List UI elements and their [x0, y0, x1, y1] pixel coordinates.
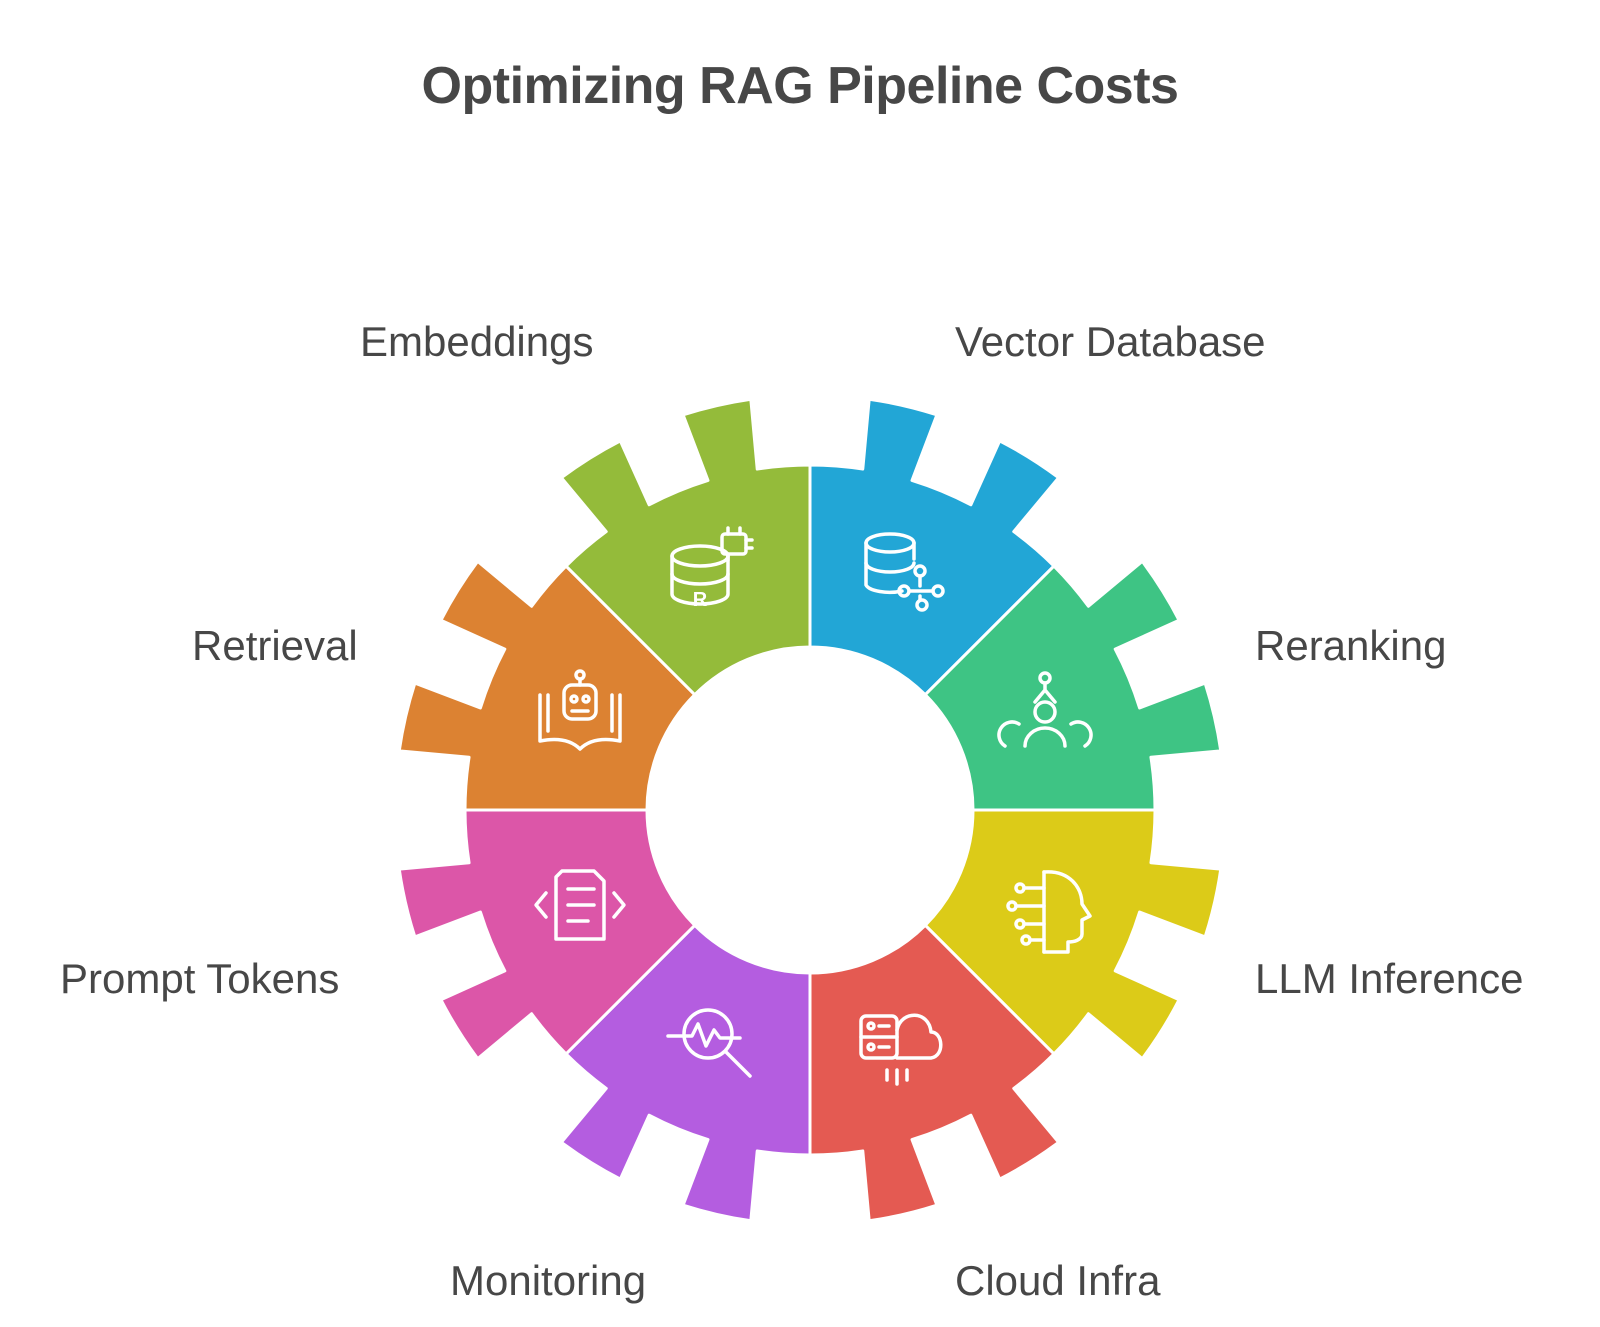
database-chip-icon: R: [670, 526, 754, 611]
robot-arm-person-icon: [997, 671, 1093, 748]
label-vector-database: Vector Database: [955, 318, 1266, 365]
svg-text:R: R: [693, 589, 708, 611]
gear-hub: [647, 647, 973, 973]
document-code-icon: [534, 869, 626, 941]
robot-book-icon: [538, 669, 622, 751]
label-embeddings: Embeddings: [360, 318, 594, 365]
label-llm-inference: LLM Inference: [1255, 955, 1524, 1002]
label-monitoring: Monitoring: [450, 1257, 647, 1304]
magnifier-pulse-icon: [666, 1008, 752, 1078]
ai-head-circuit-icon: [1006, 870, 1092, 954]
label-retrieval: Retrieval: [192, 622, 358, 669]
diagram-title: Optimizing RAG Pipeline Costs: [421, 57, 1179, 115]
label-reranking: Reranking: [1255, 622, 1447, 669]
label-cloud-infra: Cloud Infra: [955, 1257, 1161, 1304]
cloud-server-icon: [859, 1013, 943, 1086]
label-prompt-tokens: Prompt Tokens: [60, 955, 340, 1002]
database-network-icon: [864, 532, 945, 612]
